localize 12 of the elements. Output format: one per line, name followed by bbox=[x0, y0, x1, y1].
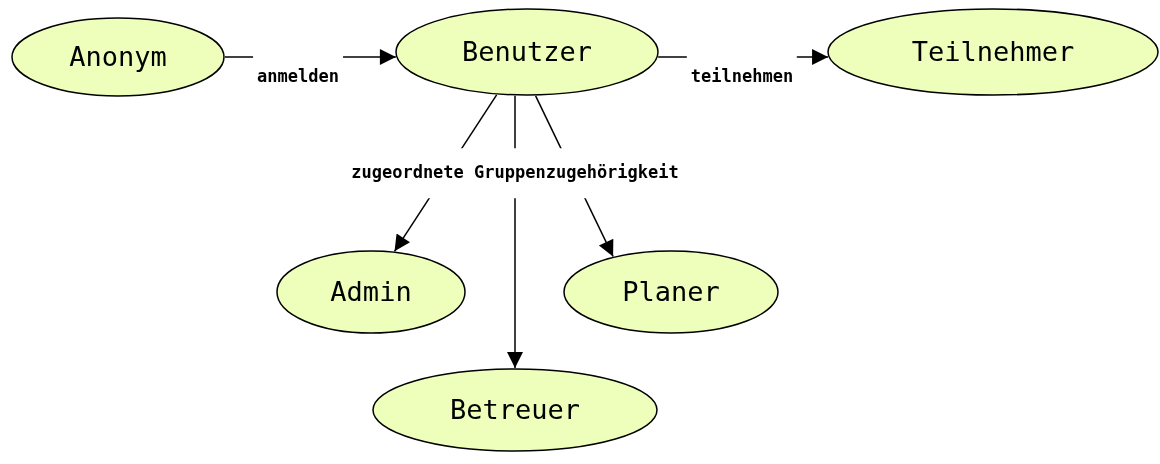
node-label: Anonym bbox=[69, 40, 167, 74]
node-label: Benutzer bbox=[461, 35, 592, 69]
node-label: Admin bbox=[330, 275, 412, 309]
node-label: Betreuer bbox=[449, 393, 580, 427]
ellipse-node bbox=[11, 17, 225, 97]
ellipse-node bbox=[395, 8, 659, 96]
node-label: Planer bbox=[622, 275, 720, 309]
ellipse-node bbox=[827, 8, 1159, 96]
node-label: Teilnehmer bbox=[911, 35, 1075, 69]
ellipse-node bbox=[276, 250, 466, 334]
ellipse-node bbox=[563, 250, 779, 334]
ellipse-node bbox=[372, 368, 658, 452]
